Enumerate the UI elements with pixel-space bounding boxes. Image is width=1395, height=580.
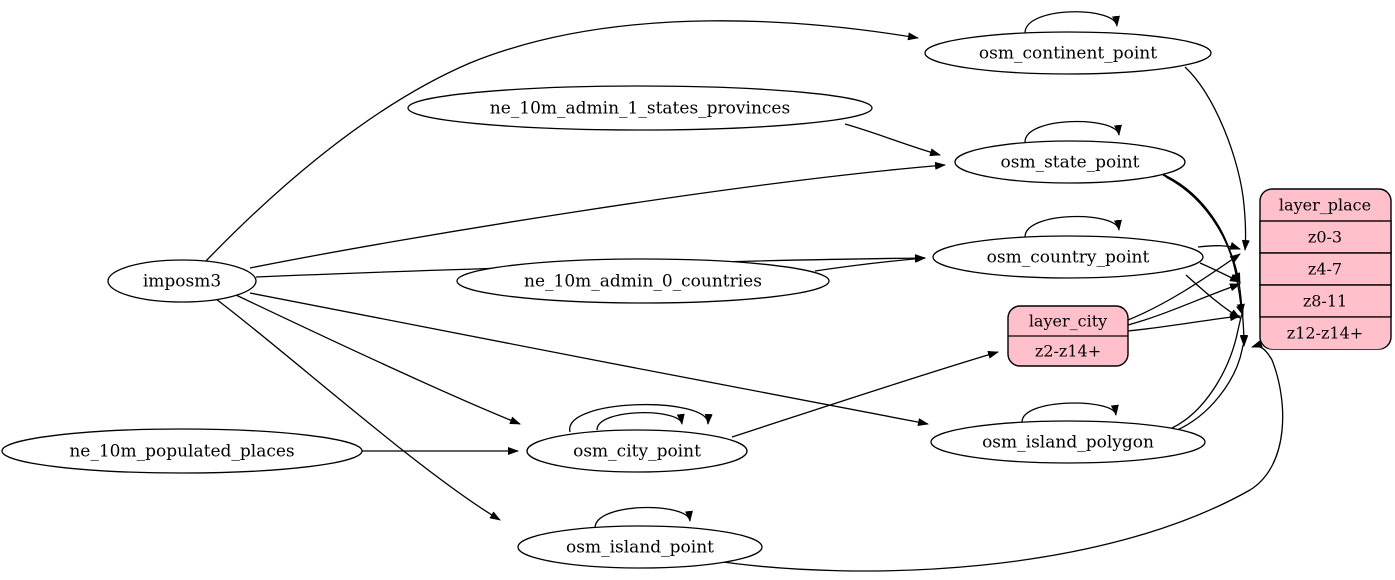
selfloop-osm-city-point-inner	[596, 412, 685, 431]
edge-osm-continent-point-layer-place-z0-3	[1184, 66, 1250, 251]
record-label-layer-place-z8-11: z8-11	[1303, 292, 1347, 311]
selfloop-osm-city-point-outer	[569, 403, 713, 433]
node-label-ne-states: ne_10m_admin_1_states_provinces	[490, 99, 790, 119]
edge-osm-island-polygon-layer-place-z12-z14	[1174, 335, 1248, 432]
node-osm-country-point[interactable]: osm_country_point	[932, 235, 1204, 279]
node-ne-10m-admin-1-states-provinces[interactable]: ne_10m_admin_1_states_provinces	[407, 85, 873, 131]
edge-imposm3-osm-state-point	[249, 161, 946, 269]
node-label-osm-country-point: osm_country_point	[987, 248, 1150, 268]
record-label-layer-place-z4-7: z4-7	[1308, 260, 1342, 279]
edge-imposm3-osm-continent-point	[204, 20, 919, 263]
edge-layer-city-layer-place-z4-7	[1127, 283, 1241, 326]
node-label-ne-countries: ne_10m_admin_0_countries	[524, 272, 762, 292]
edge-ne-countries-osm-country-point	[814, 254, 926, 272]
edge-layer-city-layer-place-z8-11	[1127, 313, 1241, 332]
node-layer: imposm3 ne_10m_admin_1_states_provinces …	[1, 31, 1212, 569]
node-osm-island-point[interactable]: osm_island_point	[517, 525, 763, 569]
selfloop-osm-island-point	[594, 506, 693, 529]
record-label-layer-place-title: layer_place	[1279, 196, 1371, 215]
node-label-osm-island-point: osm_island_point	[566, 538, 714, 558]
edge-imposm3-osm-city-point	[235, 294, 521, 425]
node-imposm3[interactable]: imposm3	[107, 259, 257, 303]
edge-imposm3-osm-island-point	[215, 298, 501, 521]
node-osm-continent-point[interactable]: osm_continent_point	[924, 31, 1212, 75]
selfloop-osm-country-point	[1024, 215, 1122, 238]
node-osm-city-point[interactable]: osm_city_point	[526, 429, 748, 473]
node-osm-state-point[interactable]: osm_state_point	[954, 140, 1186, 184]
selfloop-osm-continent-point	[1024, 11, 1120, 34]
record-layer: layer_place z0-3 z4-7 z8-11 z12-z14+ lay…	[1007, 188, 1392, 367]
selfloop-osm-state-point	[1024, 120, 1122, 143]
record-label-layer-city-z2-z14: z2-z14+	[1035, 342, 1101, 361]
node-ne-10m-admin-0-countries[interactable]: ne_10m_admin_0_countries	[456, 258, 830, 304]
edge-layer	[204, 11, 1284, 572]
node-label-osm-city-point: osm_city_point	[573, 442, 701, 462]
node-ne-10m-populated-places[interactable]: ne_10m_populated_places	[1, 428, 363, 474]
edge-osm-city-point-layer-city-z2-z14	[731, 350, 999, 438]
edge-layer-city-layer-place-z0-3	[1127, 253, 1241, 321]
edge-osm-island-point-layer-place-z12-z14	[715, 340, 1284, 572]
node-label-osm-state-point: osm_state_point	[1001, 153, 1140, 173]
edge-osm-country-point-layer-place-z8-11	[1199, 262, 1241, 283]
node-osm-island-polygon[interactable]: osm_island_polygon	[930, 420, 1206, 464]
record-layer-place[interactable]: layer_place z0-3 z4-7 z8-11 z12-z14+	[1259, 188, 1392, 350]
edge-osm-country-point-layer-place-z4-7	[1197, 242, 1241, 250]
record-label-layer-place-z0-3: z0-3	[1308, 228, 1342, 247]
edge-ne-states-osm-state-point	[844, 123, 941, 157]
selfloop-osm-island-polygon	[1021, 402, 1119, 423]
record-label-layer-city-title: layer_city	[1029, 312, 1107, 331]
edge-osm-island-polygon-layer-place-z8-11	[1171, 304, 1244, 429]
node-label-ne-places: ne_10m_populated_places	[69, 442, 294, 462]
record-layer-city[interactable]: layer_city z2-z14+	[1007, 305, 1129, 367]
node-label-osm-continent-point: osm_continent_point	[979, 44, 1157, 64]
record-label-layer-place-z12-z14: z12-z14+	[1287, 324, 1363, 343]
node-label-osm-island-polygon: osm_island_polygon	[982, 433, 1154, 453]
edge-imposm3-osm-island-polygon	[249, 292, 929, 427]
node-label-imposm3: imposm3	[143, 272, 221, 292]
edge-osm-country-point-layer-place-z12-z14	[1185, 274, 1241, 319]
